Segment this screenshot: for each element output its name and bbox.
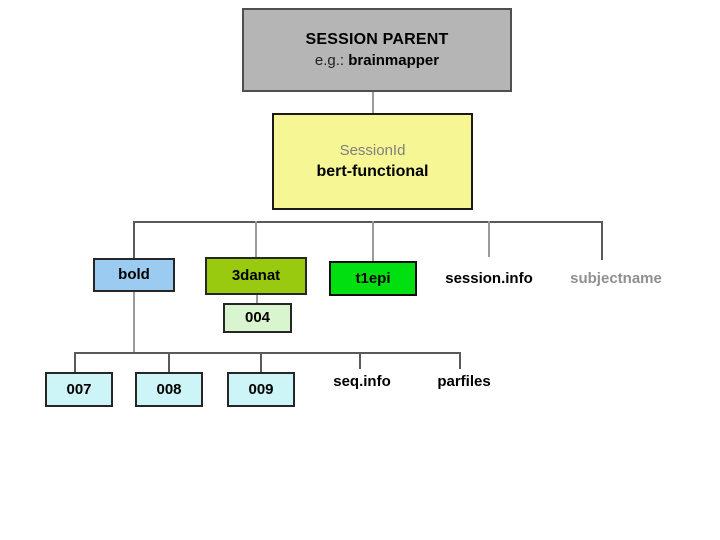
node-session-id: SessionId bert-functional [272,113,473,210]
node-t1epi: t1epi [329,261,417,296]
connector-drop-seq-info [359,352,361,369]
node-004: 004 [223,303,292,333]
label-seq-info: seq.info [333,373,391,390]
session-parent-title: SESSION PARENT [305,31,449,49]
connector-drop-009 [260,352,262,372]
node-bold: bold [93,258,175,292]
connector-3danat-to-004 [256,295,258,303]
session-parent-example: e.g.: brainmapper [315,52,439,70]
connector-bold-to-children-rail [133,292,135,353]
label-parfiles: parfiles [437,373,491,390]
label-session-info: session.info [445,270,533,287]
connector-drop-008 [168,352,170,372]
node-session-parent: SESSION PARENT e.g.: brainmapper [242,8,512,92]
connector-drop-t1epi [372,221,374,261]
session-id-label: SessionId [339,141,406,159]
connector-root-to-session [372,92,374,113]
session-id-value: bert-functional [316,162,429,180]
node-3danat: 3danat [205,257,307,295]
connector-drop-3danat [255,221,257,257]
example-prefix: e.g.: [314,51,349,69]
node-007: 007 [45,372,113,407]
connector-drop-subjectname [601,221,603,260]
node-009: 009 [227,372,295,407]
connector-bold-children-rail [74,352,461,354]
example-value: brainmapper [348,51,440,69]
connector-drop-007 [74,352,76,372]
connector-drop-parfiles [459,352,461,369]
node-008: 008 [135,372,203,407]
label-subjectname: subjectname [570,270,662,287]
connector-drop-session-info [488,221,490,257]
connector-session-children-rail [133,221,603,223]
connector-drop-bold [133,221,135,258]
